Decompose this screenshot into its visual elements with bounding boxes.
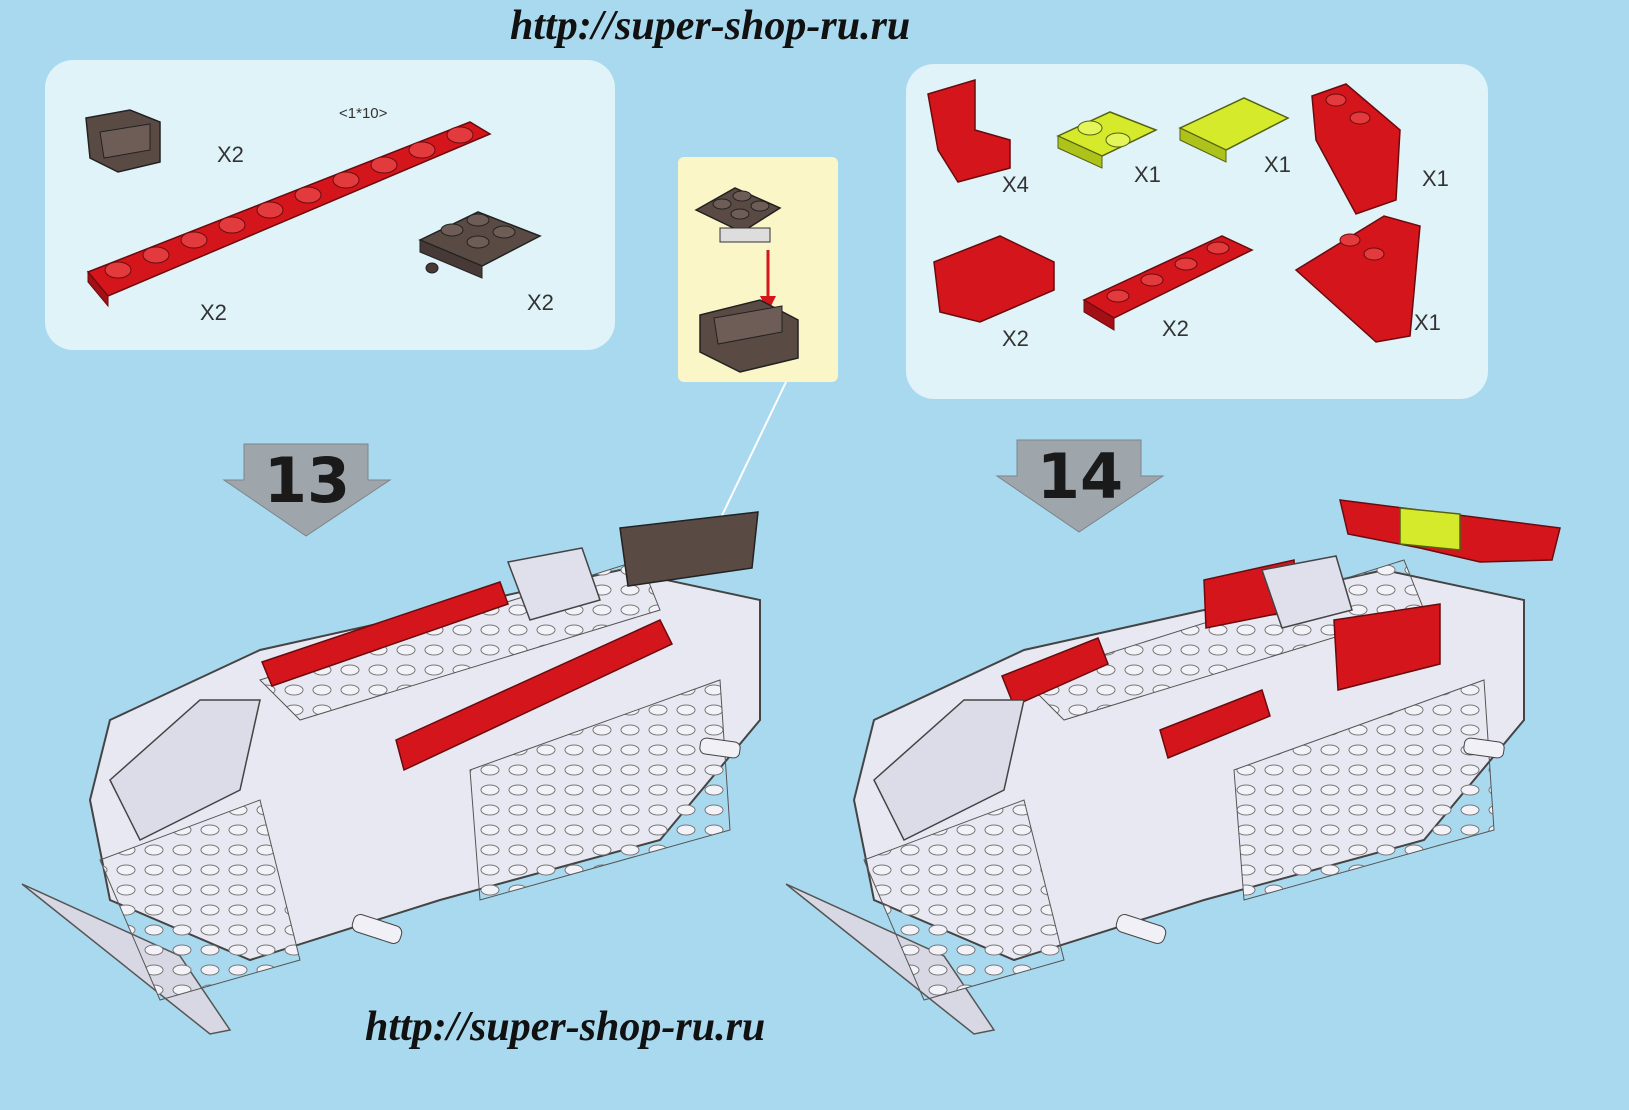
- qty-brown-plate: X2: [527, 290, 554, 315]
- red-plate-studs: [104, 126, 474, 279]
- qty-red-plate-1x4: X2: [1162, 316, 1189, 341]
- qty-red-wedge-right: X1: [1414, 310, 1441, 335]
- qty-lime-tile: X1: [1264, 152, 1291, 177]
- qty-red-panel: X2: [1002, 326, 1029, 351]
- model-step-14: [785, 499, 1561, 1035]
- callout-line: [715, 381, 787, 529]
- red-bracket-part: [927, 78, 1011, 183]
- red-wedge-right-part: [1294, 215, 1421, 343]
- step-number-label: 13: [263, 444, 351, 517]
- red-plate-1x4-part: [1082, 235, 1254, 331]
- watermark-top: http://super-shop-ru.ru: [510, 3, 911, 49]
- subassembly-plate: [694, 187, 782, 243]
- subassembly-bracket: [699, 299, 799, 373]
- qty-red-bracket: X4: [1002, 172, 1029, 197]
- parts-panel-step-13: X2 <1*10> X2 X2: [45, 60, 615, 350]
- qty-red-plate: X2: [200, 300, 227, 325]
- red-wedge-left-part: [1311, 83, 1401, 215]
- step-number-label: 14: [1036, 440, 1124, 513]
- lime-tile-part: [1178, 97, 1290, 163]
- down-arrow-icon: [995, 439, 1165, 533]
- brown-bracket-part: [85, 109, 161, 173]
- qty-lime-plate: X1: [1134, 162, 1161, 187]
- step-number-14: 14: [995, 436, 1165, 536]
- watermark-bottom: http://super-shop-ru.ru: [365, 1004, 766, 1050]
- red-panel-part: [933, 235, 1055, 323]
- qty-brown-bracket: X2: [217, 142, 244, 167]
- brown-plate-2x2-part: [418, 211, 542, 279]
- dimension-label: <1*10>: [339, 105, 388, 122]
- down-arrow-icon: [222, 443, 392, 537]
- lime-plate-part: [1056, 111, 1158, 169]
- model-step-13: [21, 511, 761, 1035]
- step-number-13: 13: [222, 440, 392, 540]
- qty-red-wedge-left: X1: [1422, 166, 1449, 191]
